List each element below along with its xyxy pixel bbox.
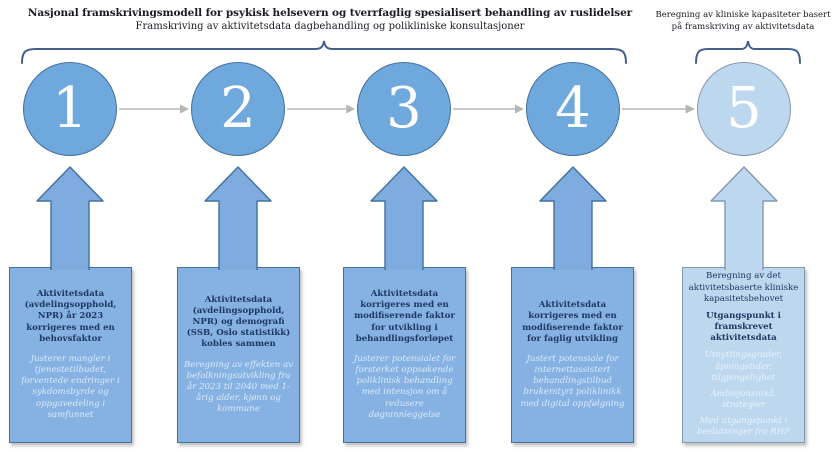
up-arrow-icon <box>370 166 438 270</box>
step-box-4: Aktivitetsdata korrigeres med en modifis… <box>511 267 634 443</box>
step-box-3: Aktivitetsdata korrigeres med en modifis… <box>343 267 466 443</box>
connector-arrow-icon <box>287 104 355 114</box>
step-box-5: Beregning av det aktivitetsbaserte klini… <box>682 267 805 443</box>
step-circle-3: 3 <box>357 62 451 156</box>
brace-steps-1-4-icon <box>21 40 627 64</box>
step-detail-text: Beregning av effekten av befolkningsutvi… <box>183 359 294 415</box>
step-circle-5: 5 <box>697 62 791 156</box>
step-detail-text: Med utgangspunkt i beslutninger fra RHF <box>696 416 791 438</box>
step-box-1: Aktivitetsdata (avdelingsopphold, NPR) å… <box>9 267 132 443</box>
step-number-5: 5 <box>726 76 762 141</box>
step-subheading-text: Utgangspunkt i framskrevet aktivitetsdat… <box>706 310 781 344</box>
step-circle-1: 1 <box>23 62 117 156</box>
step-detail-text: Utnyttingsgrader, åpningstider, tilgjeng… <box>704 350 783 383</box>
step-number-3: 3 <box>386 76 422 141</box>
step-main-text: Aktivitetsdata korrigeres med en modifis… <box>354 289 455 344</box>
step-number-2: 2 <box>220 76 256 141</box>
up-arrow-icon <box>36 166 104 270</box>
connector-arrow-icon <box>453 104 524 114</box>
right-note: Beregning av kliniske kapasiteter basert… <box>655 10 831 33</box>
step-main-text: Beregning av det aktivitetsbaserte klini… <box>688 271 799 304</box>
step-detail-text: Justert potensiale for internettassister… <box>520 353 625 409</box>
step-main-text: Aktivitetsdata korrigeres med en modifis… <box>522 300 623 344</box>
step-circle-4: 4 <box>526 62 620 156</box>
diagram-subtitle: Framskriving av aktivitetsdata dagbehand… <box>135 21 525 32</box>
brace-step-5-icon <box>695 40 801 64</box>
header: Nasjonal framskrivingsmodell for psykisk… <box>28 7 632 32</box>
connector-arrow-icon <box>622 104 695 114</box>
step-detail-text: Ambisjonsnivå, strategier <box>710 388 777 411</box>
step-number-1: 1 <box>52 76 88 141</box>
connector-arrow-icon <box>119 104 189 114</box>
step-number-4: 4 <box>555 76 591 141</box>
step-detail-text: Justerer mangler i tjenestetilbudet, for… <box>21 353 120 420</box>
step-main-text: Aktivitetsdata (avdelingsopphold, NPR) o… <box>186 294 291 350</box>
step-detail-text: Justerer potensialet for forsterket opps… <box>353 353 456 420</box>
diagram-title: Nasjonal framskrivingsmodell for psykisk… <box>27 7 633 19</box>
step-box-2: Aktivitetsdata (avdelingsopphold, NPR) o… <box>177 267 300 443</box>
up-arrow-icon <box>204 166 272 270</box>
step-circle-2: 2 <box>191 62 285 156</box>
up-arrow-icon <box>539 166 607 270</box>
step-main-text: Aktivitetsdata (avdelingsopphold, NPR) å… <box>24 289 117 344</box>
up-arrow-icon <box>710 166 778 270</box>
